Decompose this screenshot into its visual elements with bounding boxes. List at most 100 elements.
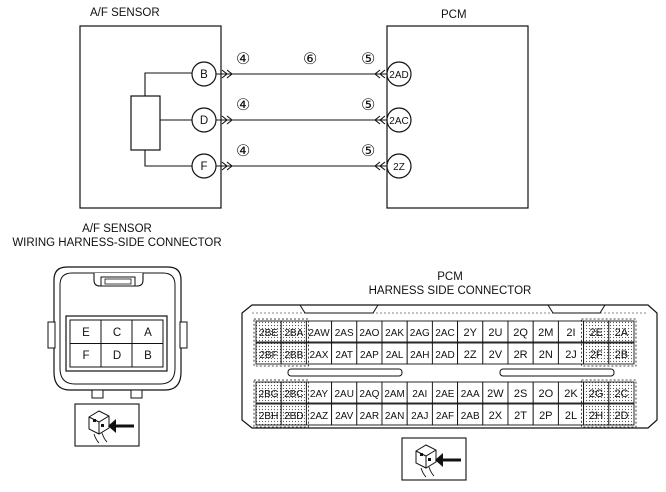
pcm-pin-label: 2G bbox=[589, 388, 604, 400]
pcm-pin-label: 2BC bbox=[284, 389, 303, 400]
sensor-connector-title-1: A/F SENSOR bbox=[82, 223, 152, 235]
pcm-pin-label: 2I bbox=[566, 327, 575, 339]
pcm-pin-label: 2AN bbox=[385, 411, 404, 422]
svg-text:B: B bbox=[200, 69, 208, 81]
pcm-pin-label: 2J bbox=[565, 349, 577, 361]
pcm-pin-label: 2X bbox=[489, 410, 503, 422]
pcm-pin-group-outline bbox=[253, 379, 309, 428]
pcm-pin-label: 2AD bbox=[435, 350, 454, 361]
pcm-pin-2ac: 2AC bbox=[386, 107, 412, 133]
pcm-connector: PCM HARNESS SIDE CONNECTOR 2BE 2BA 2AW 2AS 2… bbox=[241, 271, 658, 481]
pcm-pin-label: 2AA bbox=[461, 389, 480, 400]
sensor-cavity-b: B bbox=[144, 350, 152, 362]
pcm-pin-label: 2AL bbox=[386, 350, 404, 361]
sensor-title: A/F SENSOR bbox=[90, 7, 160, 19]
pcm-pin-label: 2AG bbox=[410, 328, 430, 339]
svg-text:2AD: 2AD bbox=[389, 70, 408, 81]
svg-text:2AC: 2AC bbox=[389, 116, 408, 127]
sensor-cavity-f: F bbox=[82, 350, 89, 362]
pcm-pin-label: 2AR bbox=[360, 411, 379, 422]
pcm-pin-label: 2AJ bbox=[411, 411, 428, 422]
pcm-pin-label: 2AI bbox=[412, 389, 427, 400]
pcm-pin-label: 2Z bbox=[464, 349, 477, 361]
pcm-cavity-2d bbox=[608, 403, 635, 426]
pcm-pin-label: 2BD bbox=[284, 411, 303, 422]
sensor-connector: A/F SENSOR WIRING HARNESS-SIDE CONNECTOR… bbox=[12, 223, 222, 447]
svg-text:F: F bbox=[200, 161, 207, 173]
pcm-pin-label: 2AK bbox=[385, 328, 404, 339]
wire-code-left-3: ④ bbox=[236, 143, 250, 160]
sensor-cavity-a: A bbox=[144, 327, 152, 339]
pcm-pin-label: 2H bbox=[589, 410, 603, 422]
pcm-cavity-2a bbox=[608, 320, 635, 343]
pcm-pin-group-outline bbox=[581, 318, 637, 367]
pcm-pin-label: 2A bbox=[615, 327, 629, 339]
pcm-connector-title-2: HARNESS SIDE CONNECTOR bbox=[369, 285, 532, 297]
wire-code-right-3: ⑤ bbox=[361, 143, 375, 160]
pcm-pin-label: 2T bbox=[514, 410, 527, 422]
sensor-element bbox=[130, 95, 161, 151]
pcm-pin-label: 2AB bbox=[461, 411, 480, 422]
pcm-pin-label: 2AX bbox=[310, 350, 329, 361]
pcm-pin-label: 2W bbox=[487, 388, 504, 400]
pcm-pin-label: 2P bbox=[539, 410, 552, 422]
pcm-pin-label: 2C bbox=[614, 388, 628, 400]
pcm-pin-label: 2BE bbox=[259, 328, 278, 339]
pcm-cavity-2c bbox=[608, 381, 635, 404]
sensor-cavity-c: C bbox=[113, 327, 121, 339]
pcm-pin-label: 2AV bbox=[335, 411, 353, 422]
wire-code-left-2: ④ bbox=[236, 97, 250, 114]
wire-code-left-1: ④ bbox=[236, 51, 250, 68]
pcm-pin-label: 2BB bbox=[284, 350, 303, 361]
svg-text:D: D bbox=[200, 115, 208, 127]
connector-view-arrow-icon bbox=[401, 437, 467, 481]
sensor-connector-title-2: WIRING HARNESS-SIDE CONNECTOR bbox=[12, 237, 221, 249]
wire-code-right-1: ⑤ bbox=[361, 51, 375, 68]
pcm-pin-label: 2AY bbox=[310, 389, 328, 400]
pcm-pin-label: 2V bbox=[489, 349, 503, 361]
pcm-pin-label: 2Q bbox=[513, 327, 528, 339]
pcm-pin-2ad: 2AD bbox=[386, 61, 412, 87]
pcm-cavity-2b bbox=[608, 342, 635, 365]
pcm-pin-label: 2AM bbox=[384, 389, 405, 400]
pcm-pin-label: 2O bbox=[538, 388, 553, 400]
sensor-pin-f: F bbox=[191, 153, 217, 179]
pcm-pin-label: 2M bbox=[538, 327, 553, 339]
sensor-box bbox=[79, 25, 222, 209]
pcm-pin-2z: 2Z bbox=[386, 153, 412, 179]
pcm-pin-label: 2BA bbox=[284, 328, 303, 339]
pcm-pin-label: 2AS bbox=[335, 328, 354, 339]
wiring-schematic: A/F SENSOR PCM B D F bbox=[79, 7, 529, 209]
sensor-pin-d: D bbox=[191, 107, 217, 133]
pcm-pin-label: 2K bbox=[564, 388, 578, 400]
pcm-pin-label: 2AP bbox=[360, 350, 379, 361]
pcm-connector-title-1: PCM bbox=[437, 271, 463, 283]
svg-text:2Z: 2Z bbox=[393, 162, 405, 173]
pcm-pin-label: 2R bbox=[514, 349, 528, 361]
pcm-pin-label: 2BF bbox=[259, 350, 277, 361]
pcm-pin-label: 2Y bbox=[463, 327, 477, 339]
wire-code-mid: ⑥ bbox=[303, 51, 317, 68]
pcm-pin-label: 2D bbox=[614, 410, 628, 422]
pcm-pin-label: 2AH bbox=[410, 350, 429, 361]
pcm-pin-label: 2AF bbox=[436, 411, 454, 422]
pcm-pin-label: 2E bbox=[589, 327, 602, 339]
pcm-pin-label: 2L bbox=[565, 410, 577, 422]
pcm-pin-label: 2BG bbox=[259, 389, 279, 400]
sensor-cavity-d: D bbox=[113, 350, 121, 362]
pcm-pin-label: 2AU bbox=[334, 389, 353, 400]
sensor-pin-b: B bbox=[191, 61, 217, 87]
connector-view-arrow-icon bbox=[74, 403, 140, 447]
pcm-pin-label: 2U bbox=[488, 327, 502, 339]
pcm-pin-label: 2B bbox=[615, 349, 628, 361]
pcm-pin-label: 2AW bbox=[308, 328, 330, 339]
pcm-pin-label: 2AO bbox=[359, 328, 379, 339]
wires bbox=[216, 69, 387, 171]
pcm-pin-label: 2F bbox=[590, 349, 603, 361]
pcm-pin-label: 2AQ bbox=[359, 389, 379, 400]
wire-code-right-2: ⑤ bbox=[361, 97, 375, 114]
sensor-cavity-e: E bbox=[82, 327, 90, 339]
